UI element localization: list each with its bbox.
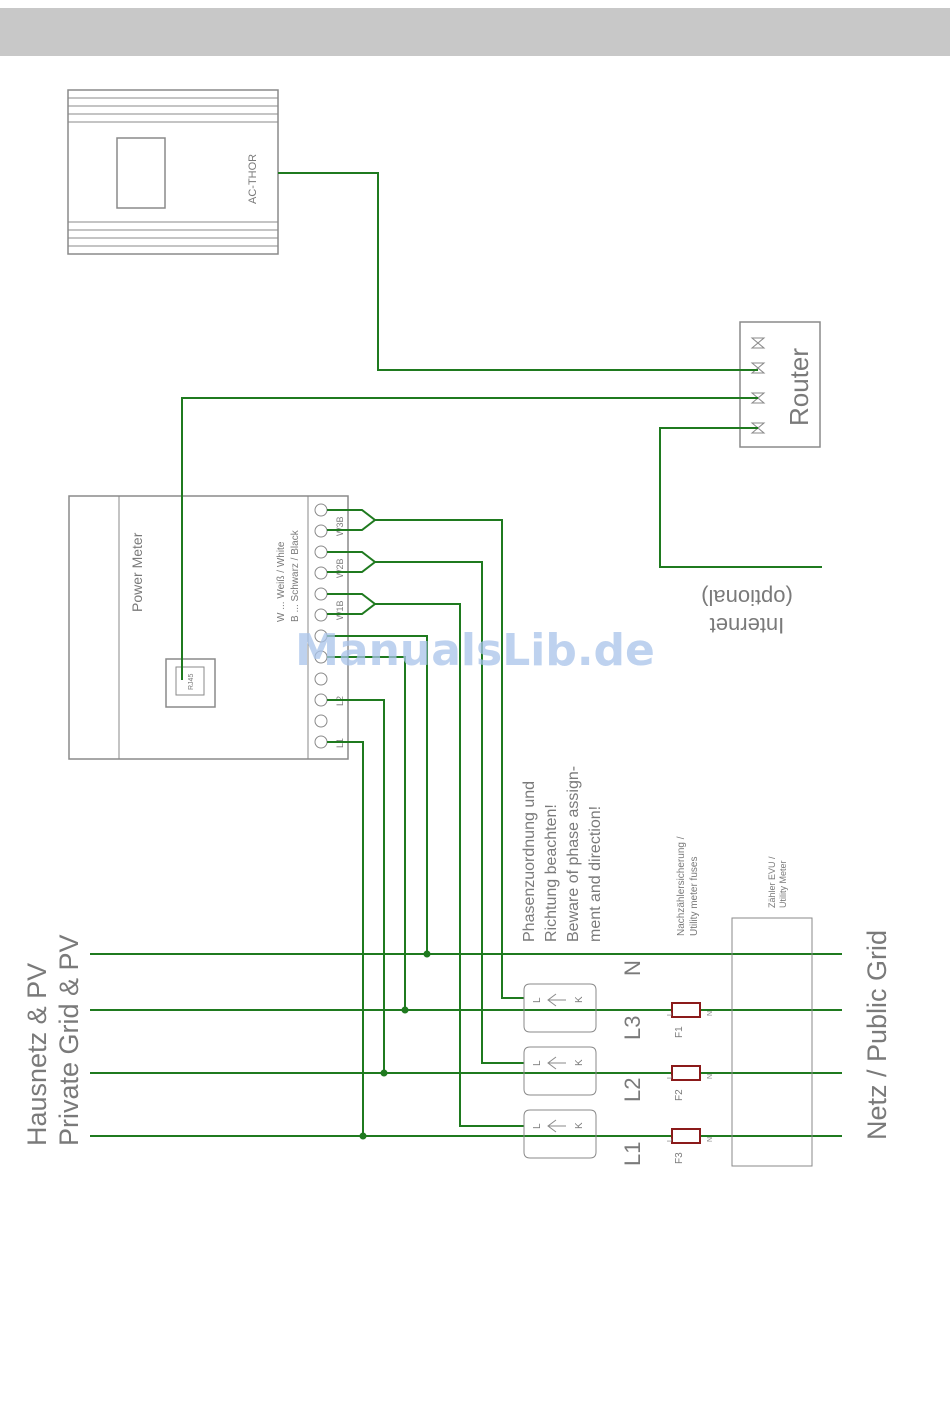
router-device: Router bbox=[739, 321, 821, 448]
svg-text:K: K bbox=[574, 1122, 585, 1129]
network-wires bbox=[181, 172, 822, 680]
grid-lines bbox=[90, 953, 842, 1137]
ct-wires bbox=[327, 509, 524, 1127]
private-grid-line2: Private Grid & PV bbox=[54, 934, 84, 1146]
terminal-label-w1b: W1B bbox=[335, 600, 345, 620]
utility-meter: Zähler EVU / Utility Meter bbox=[731, 856, 813, 1167]
svg-text:Utility Meter: Utility Meter bbox=[778, 860, 788, 908]
fuse-label-f2: F2 bbox=[674, 1089, 685, 1101]
svg-text:N: N bbox=[707, 1137, 714, 1142]
current-transformers: L K L K L K bbox=[523, 983, 597, 1159]
phase-label-n: N bbox=[620, 960, 645, 976]
fuses: Nachzählersicherung / Utility meter fuse… bbox=[667, 836, 714, 1164]
acthor-device: AC-THOR bbox=[67, 89, 279, 255]
ct-l2: L K bbox=[523, 1046, 597, 1096]
ct-l1: L K bbox=[523, 1109, 597, 1159]
svg-text:L: L bbox=[667, 1138, 674, 1142]
svg-text:L: L bbox=[532, 997, 543, 1003]
svg-text:Richtung beachten!: Richtung beachten! bbox=[543, 804, 560, 942]
phase-note: Phasenzuordnung und Richtung beachten! B… bbox=[521, 766, 604, 942]
svg-text:Beware of phase assign-: Beware of phase assign- bbox=[565, 766, 582, 942]
phase-label-l3: L3 bbox=[620, 1016, 645, 1040]
svg-text:N: N bbox=[707, 1011, 714, 1016]
fuse-f3 bbox=[671, 1128, 701, 1144]
powermeter-router-wire bbox=[181, 397, 758, 680]
internet-label: Internet (optional) bbox=[701, 585, 793, 638]
svg-text:L: L bbox=[667, 1012, 674, 1016]
ct-l3: L K bbox=[523, 983, 597, 1033]
watermark: ManualsLib.de bbox=[295, 625, 655, 676]
svg-text:N: N bbox=[707, 1074, 714, 1079]
fuse-label-f3: F3 bbox=[674, 1152, 685, 1164]
private-grid-line1: Hausnetz & PV bbox=[22, 963, 52, 1146]
power-meter-device: Power Meter RJ45 W ... Weiß / White B ..… bbox=[68, 495, 349, 760]
grid-name-labels: Hausnetz & PV Private Grid & PV Netz / P… bbox=[22, 930, 892, 1146]
rj45-label: RJ45 bbox=[188, 674, 195, 690]
svg-text:L: L bbox=[532, 1060, 543, 1066]
acthor-router-wire bbox=[278, 172, 758, 371]
router-ports bbox=[750, 337, 766, 434]
svg-text:K: K bbox=[574, 1059, 585, 1066]
fuse-f1 bbox=[671, 1002, 701, 1018]
svg-text:ment and direction!: ment and direction! bbox=[587, 806, 604, 942]
fuse-f2 bbox=[671, 1065, 701, 1081]
acthor-label: AC-THOR bbox=[247, 154, 259, 204]
header-bar bbox=[0, 8, 950, 56]
power-meter-label: Power Meter bbox=[129, 532, 145, 612]
terminal-label-w2b: W2B bbox=[335, 558, 345, 578]
fuse-label-f1: F1 bbox=[674, 1026, 685, 1038]
terminal-row bbox=[314, 503, 328, 749]
phase-label-l2: L2 bbox=[620, 1078, 645, 1102]
svg-text:L: L bbox=[532, 1123, 543, 1129]
svg-text:Zähler EVU /: Zähler EVU / bbox=[767, 856, 777, 908]
svg-text:Nachzählersicherung /: Nachzählersicherung / bbox=[676, 836, 687, 936]
voltage-taps bbox=[327, 635, 431, 1140]
internet-line1: Internet bbox=[710, 613, 785, 638]
svg-text:L: L bbox=[667, 1075, 674, 1079]
svg-text:K: K bbox=[574, 996, 585, 1003]
svg-text:Utility meter fuses: Utility meter fuses bbox=[689, 857, 700, 936]
public-grid-label: Netz / Public Grid bbox=[862, 930, 892, 1140]
router-label: Router bbox=[784, 348, 814, 426]
terminal-label-w3b: W3B bbox=[335, 516, 345, 536]
legend-white: W ... Weiß / White bbox=[276, 541, 287, 622]
internet-line2: (optional) bbox=[701, 585, 793, 610]
svg-text:Phasenzuordnung und: Phasenzuordnung und bbox=[521, 781, 538, 942]
legend-black: B ... Schwarz / Black bbox=[290, 529, 301, 622]
internet-router-wire bbox=[659, 427, 822, 568]
phase-labels: N L3 L2 L1 bbox=[620, 960, 645, 1166]
phase-label-l1: L1 bbox=[620, 1142, 645, 1166]
